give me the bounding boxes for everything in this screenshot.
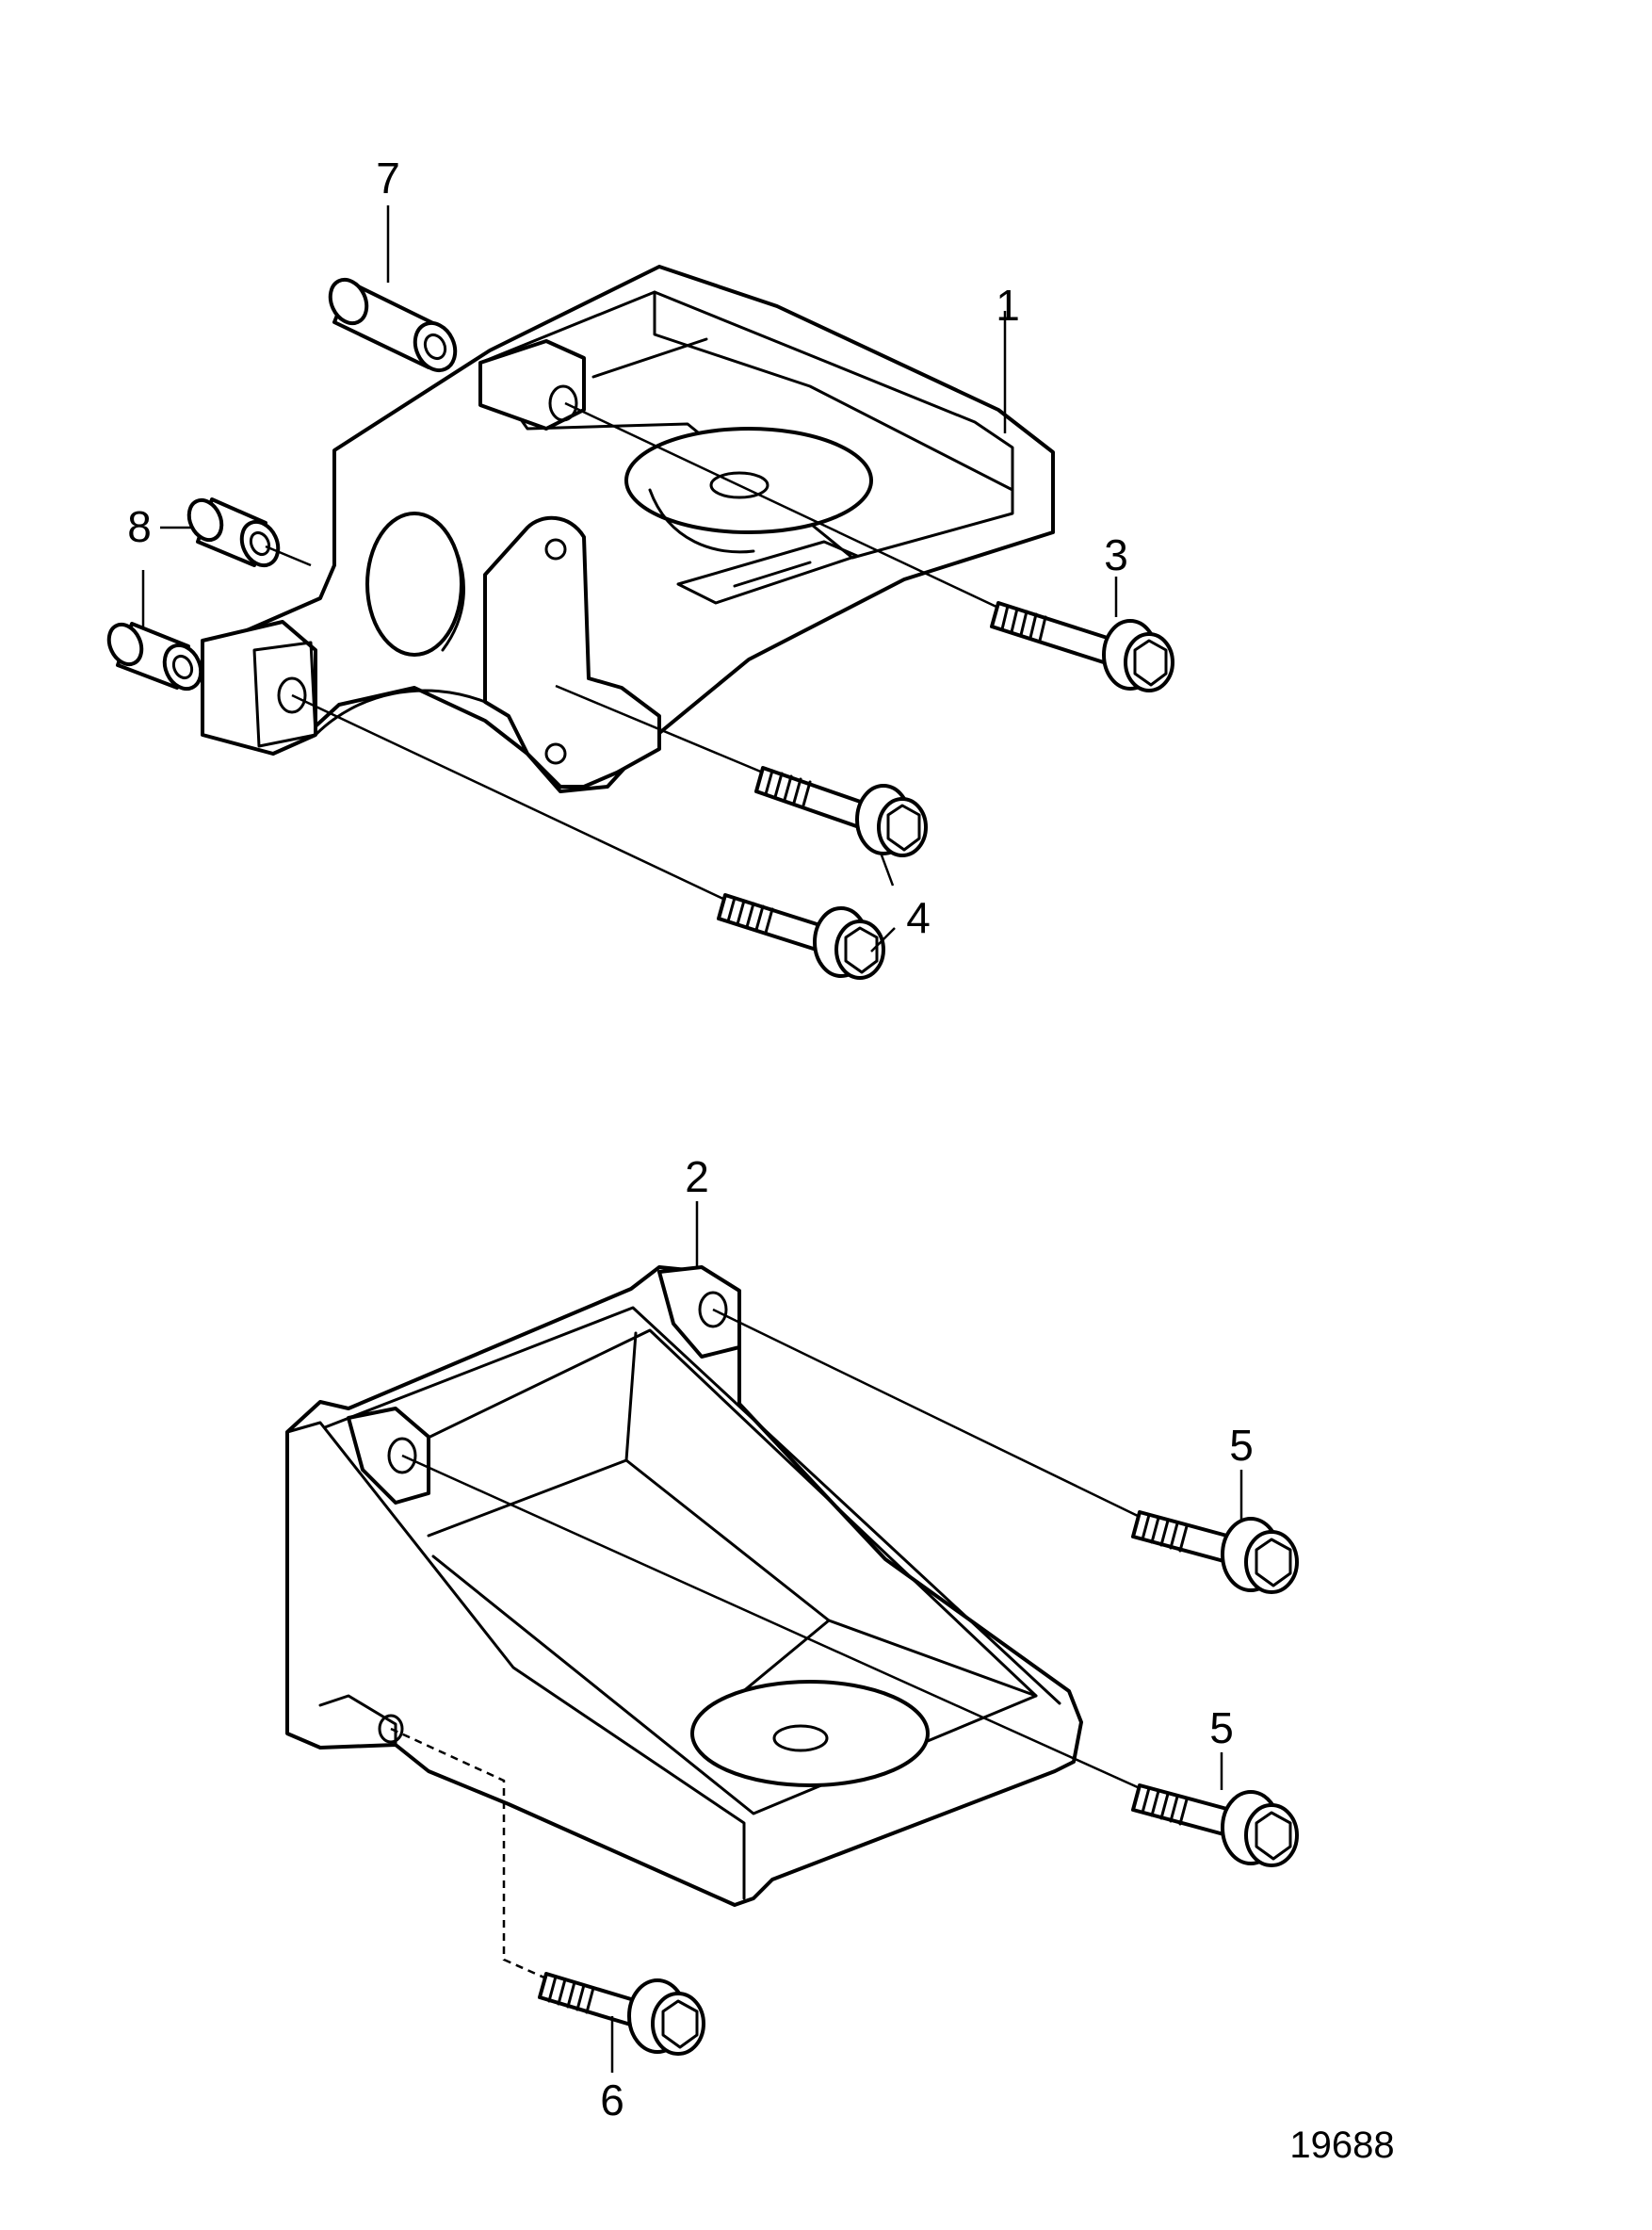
engine-bracket-lower <box>285 1265 1083 1907</box>
callout-3: 3 <box>1104 530 1128 579</box>
flange-bolt-3 <box>990 601 1174 692</box>
callout-6: 6 <box>600 2075 624 2124</box>
flange-bolt-4-lower <box>717 893 885 980</box>
callout-4: 4 <box>906 893 931 942</box>
upper-leader-lines <box>141 205 1118 952</box>
spacer-sleeve-top <box>328 277 458 373</box>
callout-7: 7 <box>376 154 400 203</box>
callout-5-lower: 5 <box>1209 1703 1234 1752</box>
flange-bolt-5-lower <box>1131 1783 1299 1867</box>
engine-bracket-upper <box>201 265 1055 793</box>
flange-bolt-6 <box>538 1972 705 2056</box>
callout-5-upper: 5 <box>1229 1421 1254 1470</box>
flange-bolt-5-upper <box>1131 1510 1299 1594</box>
spacer-sleeve-middle <box>186 497 281 568</box>
spacer-sleeve-bottom <box>106 622 203 692</box>
callout-1: 1 <box>996 281 1020 330</box>
flange-bolt-4-upper <box>754 766 928 857</box>
figure-number: 19688 <box>1289 2124 1394 2166</box>
callout-2: 2 <box>685 1152 709 1201</box>
lower-leader-lines <box>390 1201 1243 2073</box>
callout-8: 8 <box>127 502 152 551</box>
